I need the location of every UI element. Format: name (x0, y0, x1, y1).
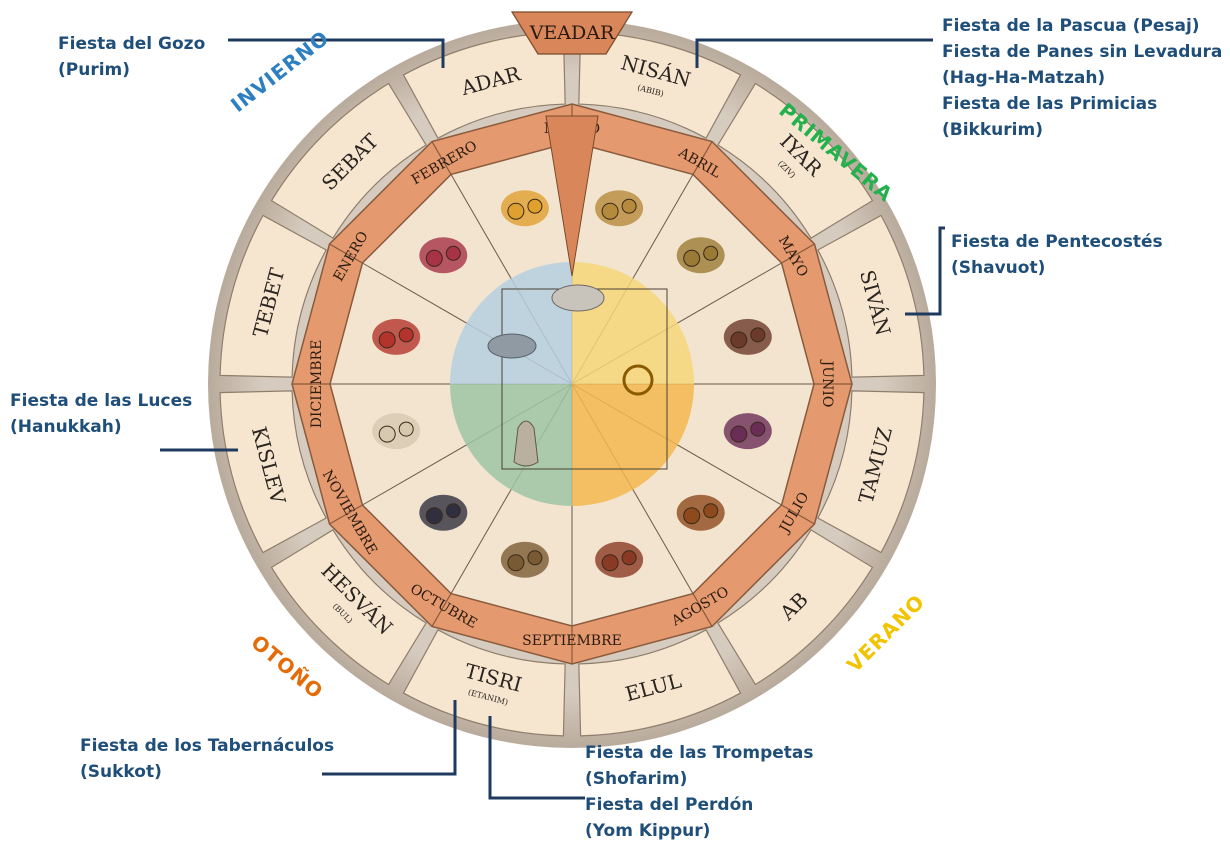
citrus-icon (501, 190, 549, 226)
festival-spring-line: (Bikkurim) (942, 117, 1222, 143)
festival-spring-line: (Hag-Ha-Matzah) (942, 65, 1222, 91)
plough-icon (501, 542, 549, 578)
almond-blossom-icon (419, 237, 467, 273)
festival-autumn-line: (Yom Kippur) (585, 818, 813, 844)
rain-cloud-icon (552, 285, 604, 311)
vessel-icon (514, 421, 538, 466)
gregorian-month: SEPTIEMBRE (522, 633, 622, 649)
festival-spring-line: Fiesta de la Pascua (Pesaj) (942, 13, 1222, 39)
festival-purim: Fiesta del Gozo (Purim) (58, 31, 205, 83)
festival-spring-line: Fiesta de Panes sin Levadura (942, 39, 1222, 65)
festival-hanukkah-line: (Hanukkah) (10, 414, 192, 440)
festival-sukkot-line: (Sukkot) (80, 759, 334, 785)
festival-autumn-line: Fiesta del Perdón (585, 792, 813, 818)
gregorian-month: JUNIO (819, 359, 835, 408)
festival-pentecost-line: (Shavuot) (951, 255, 1163, 281)
festival-sukkot-line: Fiesta de los Tabernáculos (80, 733, 334, 759)
festival-spring-line: Fiesta de las Primicias (942, 91, 1222, 117)
sheaves-icon (677, 237, 725, 273)
flowers-icon (372, 319, 420, 355)
grapes-icon (724, 413, 772, 449)
festival-hanukkah-line: Fiesta de las Luces (10, 388, 192, 414)
sheep-icon (372, 413, 420, 449)
figs-icon (724, 319, 772, 355)
festival-pentecost: Fiesta de Pentecostés (Shavuot) (951, 229, 1163, 281)
festival-hanukkah: Fiesta de las Luces (Hanukkah) (10, 388, 192, 440)
fruit-basket-icon (677, 495, 725, 531)
festival-autumn: Fiesta de las Trompetas (Shofarim) Fiest… (585, 740, 813, 844)
festival-spring: Fiesta de la Pascua (Pesaj) Fiesta de Pa… (942, 13, 1222, 143)
gregorian-month: DICIEMBRE (309, 340, 325, 429)
dates-icon (595, 542, 643, 578)
festival-purim-line: Fiesta del Gozo (58, 31, 205, 57)
storm-cloud-icon (488, 334, 536, 358)
olives-icon (419, 495, 467, 531)
wheat-icon (595, 190, 643, 226)
festival-autumn-line: (Shofarim) (585, 766, 813, 792)
festival-pentecost-line: Fiesta de Pentecostés (951, 229, 1163, 255)
veadar-label: VEADAR (529, 22, 615, 44)
festival-autumn-line: Fiesta de las Trompetas (585, 740, 813, 766)
festival-sukkot: Fiesta de los Tabernáculos (Sukkot) (80, 733, 334, 785)
festival-purim-line: (Purim) (58, 57, 205, 83)
